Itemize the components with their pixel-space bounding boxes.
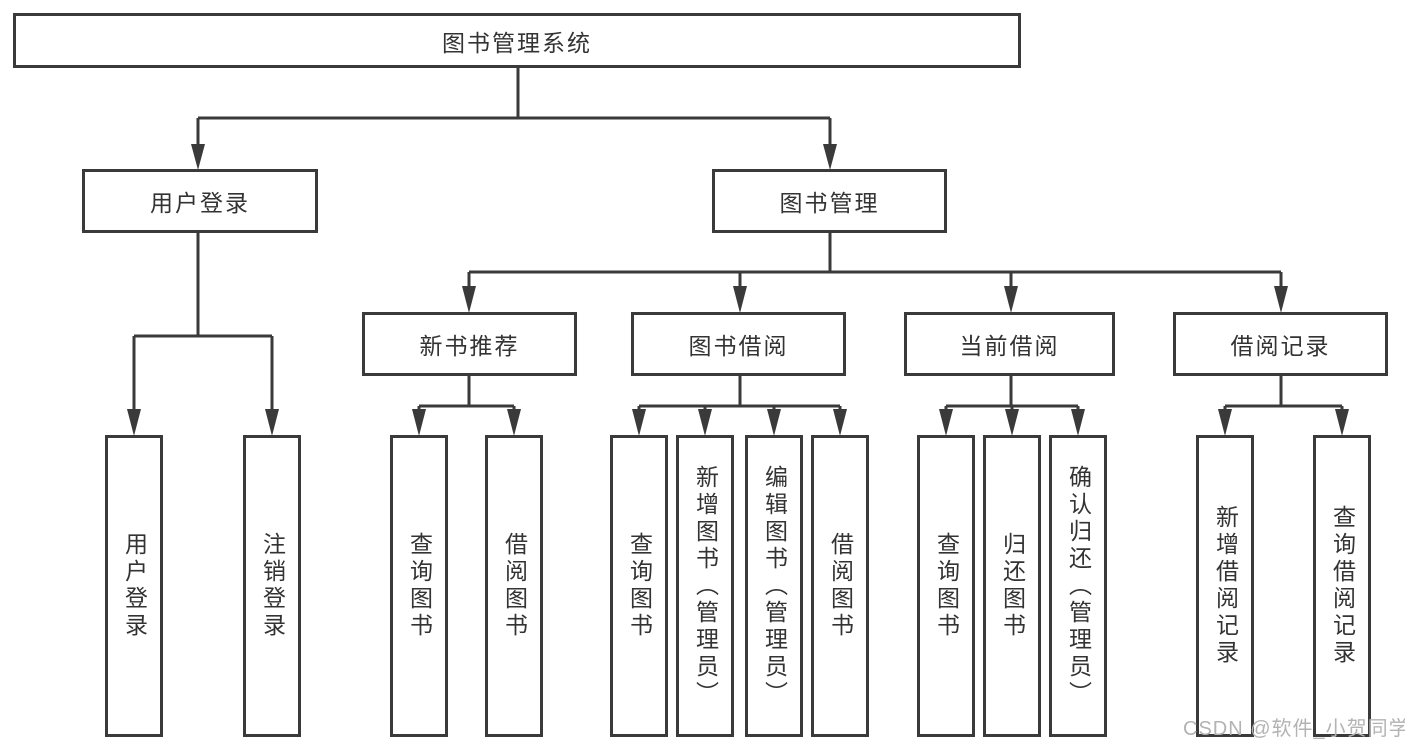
leaf-user-login: 用户登录 xyxy=(105,435,163,737)
csdn-watermark: CSDN @软件_小贺同学 xyxy=(1183,718,1405,740)
node-new-book-recommendation: 新书推荐 xyxy=(362,312,577,376)
leaf-return-book: 归还图书 xyxy=(983,435,1041,737)
leaf-borrow-books: 借阅图书 xyxy=(485,435,543,737)
leaf-add-book-admin: 新增图书（管理员） xyxy=(676,435,734,737)
leaf-logout: 注销登录 xyxy=(243,435,301,737)
node-root-system: 图书管理系统 xyxy=(13,13,1021,68)
leaf-query-books: 查询图书 xyxy=(610,435,668,737)
node-book-borrowing: 图书借阅 xyxy=(631,312,846,376)
leaf-borrow-books: 借阅图书 xyxy=(811,435,869,737)
leaf-confirm-return-admin: 确认归还（管理员） xyxy=(1049,435,1107,737)
node-user-login: 用户登录 xyxy=(82,169,318,233)
leaf-query-borrow-record: 查询借阅记录 xyxy=(1313,435,1371,737)
leaf-edit-book-admin: 编辑图书（管理员） xyxy=(745,435,803,737)
leaf-query-books: 查询图书 xyxy=(917,435,975,737)
node-borrowing-records: 借阅记录 xyxy=(1173,312,1388,376)
leaf-add-borrow-record: 新增借阅记录 xyxy=(1196,435,1254,737)
node-book-management: 图书管理 xyxy=(712,169,947,233)
node-current-borrowing: 当前借阅 xyxy=(904,312,1115,376)
leaf-query-books: 查询图书 xyxy=(390,435,448,737)
